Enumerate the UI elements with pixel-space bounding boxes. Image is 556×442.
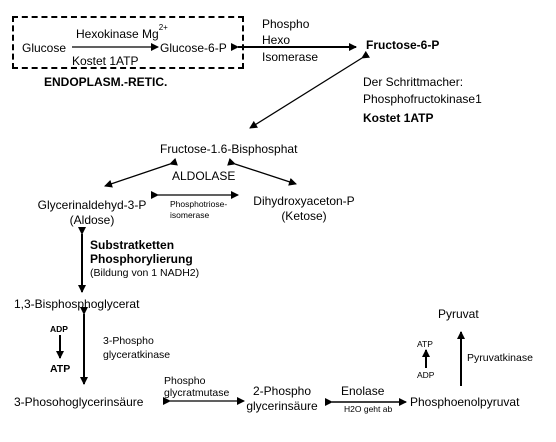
pyruvatkinase-label: Pyruvatkinase (467, 352, 533, 364)
triose-isomerase-line2: isomerase (170, 210, 210, 220)
triose-isomerase-line1: Phosphotriose- (170, 199, 228, 209)
er-box (12, 16, 244, 69)
dhap-line1: Dihydroxyaceton-P (253, 194, 355, 208)
gap-line1: Glycerinaldehyd-3-P (37, 198, 147, 212)
water-label: H2O geht ab (344, 404, 393, 414)
pgk-line1: 3-Phospho (103, 335, 154, 347)
pgk-line2: glyceratkinase (103, 349, 171, 361)
3-phosphoglycerinsaeure-label: 3-Phosohoglycerinsäure (14, 395, 144, 409)
dhap-line2: (Ketose) (281, 209, 327, 223)
substrate-line1: Substratketten (90, 238, 175, 252)
pyruvat-label: Pyruvat (438, 307, 479, 321)
isomerase-line1: Phospho (262, 17, 310, 31)
pacemaker-line2: Phosphofructokinase1 (363, 92, 482, 106)
2-phospho-line2: glycerinsäure (246, 399, 318, 413)
isomerase-line2: Hexo (262, 33, 291, 47)
er-location-label: ENDOPLASM.-RETIC. (44, 75, 168, 89)
pacemaker-line1: Der Schrittmacher: (363, 75, 464, 89)
hexokinase-label: Hexokinase Mg2+ (76, 23, 168, 41)
substrate-line3: (Bildung von 1 NADH2) (90, 267, 200, 279)
mutase-line1: Phospho (164, 375, 206, 387)
gap-line2: (Aldose) (69, 213, 115, 227)
pacemaker-cost: Kostet 1ATP (363, 111, 434, 125)
arrow-f16bp-to-dhap (227, 158, 297, 186)
atp-left-label: ATP (50, 363, 71, 375)
2-phospho-line1: 2-Phospho (252, 384, 312, 398)
glucose-label: Glucose (22, 41, 67, 55)
isomerase-line3: Isomerase (262, 50, 319, 64)
adp-left-label: ADP (50, 324, 68, 334)
fructose-16-bisphosphat-label: Fructose-1.6-Bisphosphat (160, 142, 298, 156)
enolase-label: Enolase (341, 384, 385, 398)
phosphoenolpyruvat-label: Phosphoenolpyruvat (410, 395, 520, 409)
hexokinase-cost-label: Kostet 1ATP (72, 54, 139, 68)
adp-right-label: ADP (417, 370, 435, 380)
arrow-f16bp-to-gap (104, 157, 178, 188)
atp-right-label: ATP (417, 339, 433, 349)
glucose-6-p-label: Glucose-6-P (160, 41, 227, 55)
fructose-6-p-label: Fructose-6-P (366, 38, 440, 52)
mutase-line2: glycratmutase (164, 387, 230, 399)
aldolase-label: ALDOLASE (172, 169, 236, 183)
arrow-f6p-to-f16bp (249, 50, 371, 129)
substrate-line2: Phosphorylierung (90, 252, 193, 266)
13-bisphosphoglycerat-label: 1,3-Bisphosphoglycerat (14, 297, 140, 311)
